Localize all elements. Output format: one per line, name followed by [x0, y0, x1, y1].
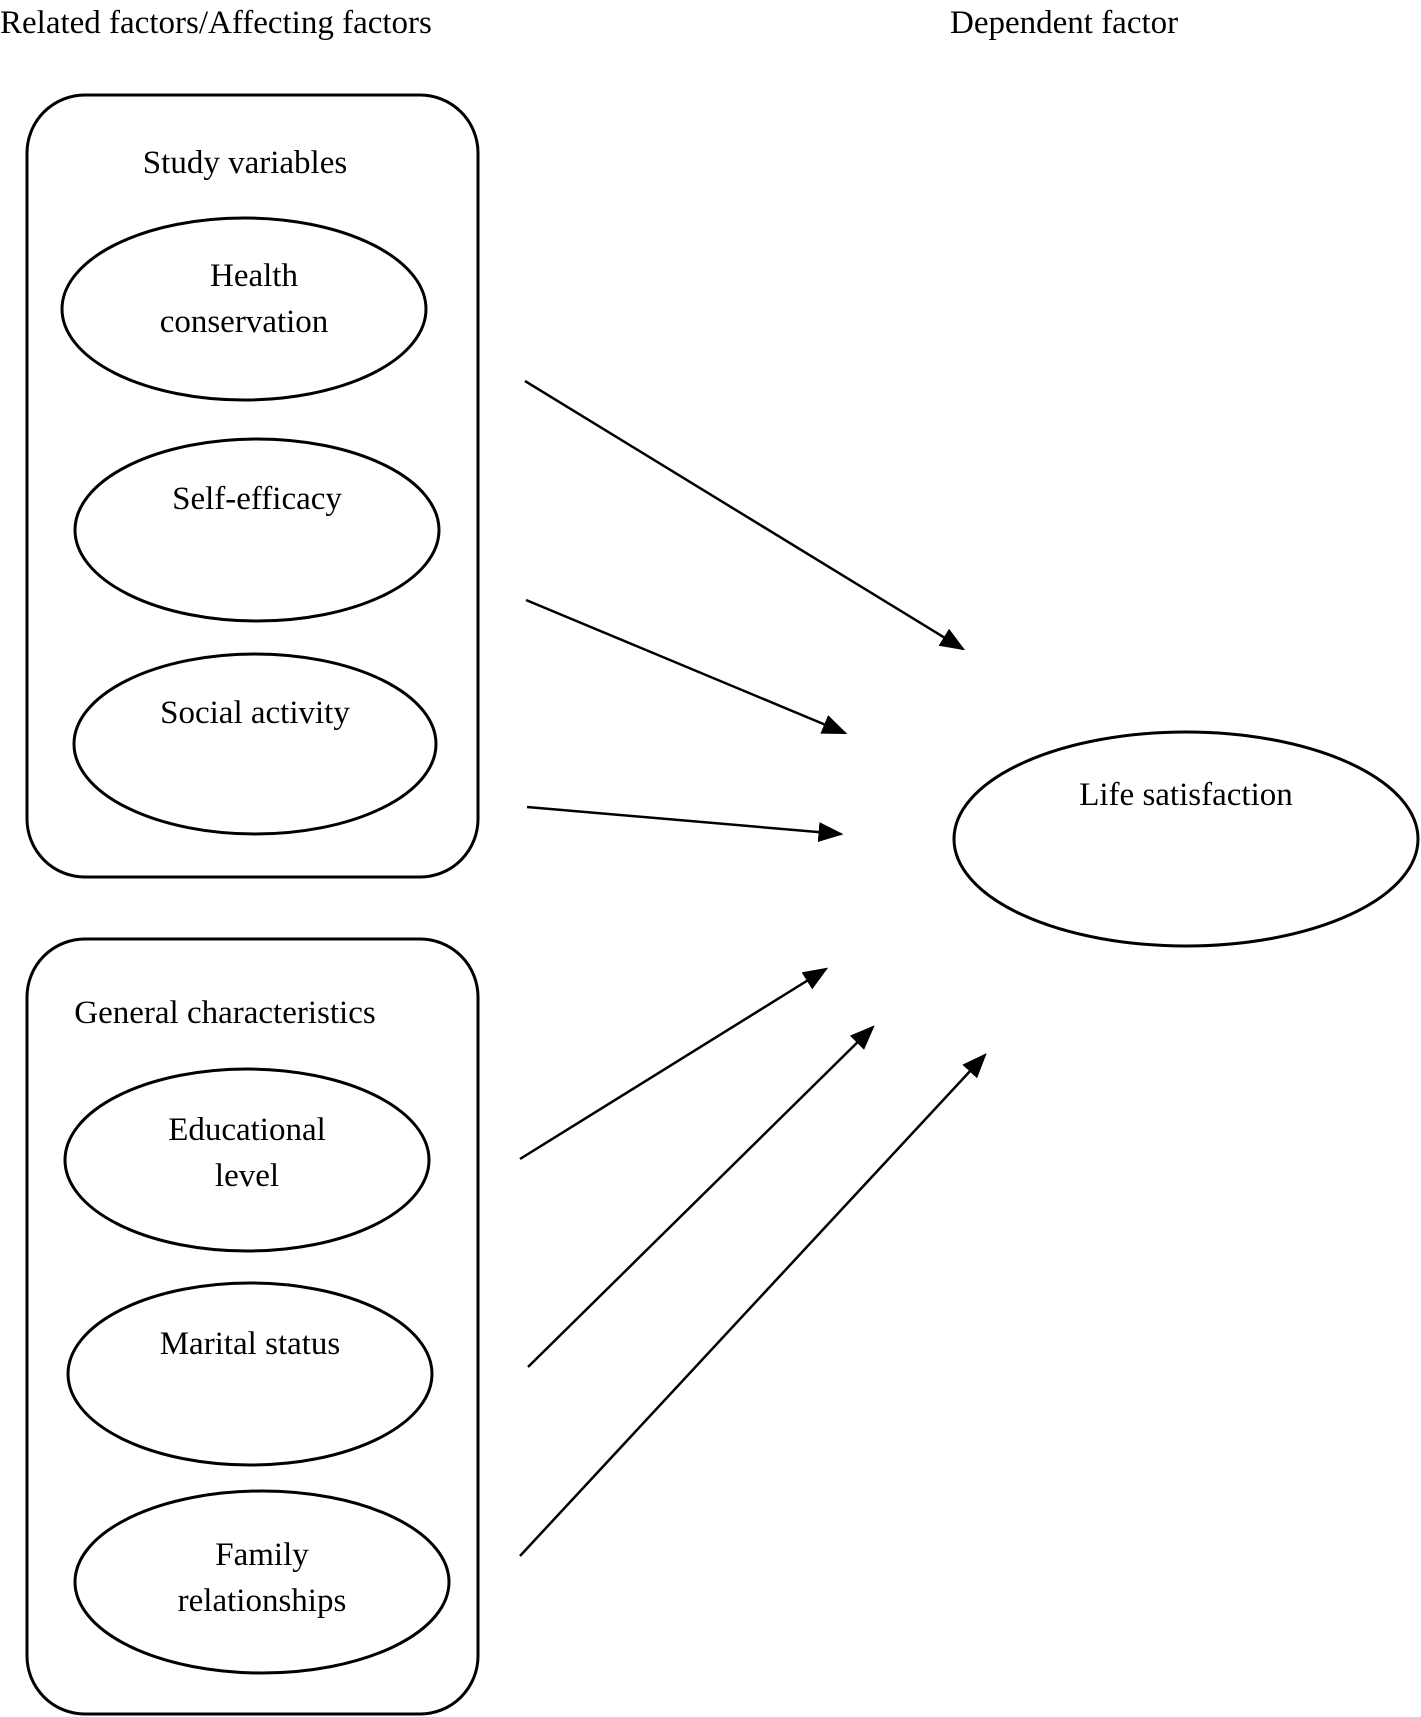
- header-dependent-factor: Dependent factor: [950, 5, 1179, 41]
- study-variables-box: [25, 93, 480, 879]
- arrow-educational-level: [519, 967, 829, 1161]
- arrow-social-activity: [526, 805, 844, 843]
- factor-ellipse-self-efficacy: [73, 437, 441, 623]
- dependent-ellipse-life-satisfaction: [952, 730, 1420, 948]
- factor-ellipse-marital-status: [66, 1281, 434, 1467]
- factor-label-line: Health: [210, 258, 298, 294]
- factor-ellipse-family-relationships: [73, 1489, 451, 1675]
- arrow-family-relationships: [519, 1053, 987, 1557]
- dependent-label-life-satisfaction: Life satisfaction: [1079, 777, 1293, 813]
- arrow-marital-status: [527, 1025, 875, 1368]
- factor-label-health-conservation: Health conservation: [94, 253, 394, 345]
- general-characteristics-box: [25, 937, 480, 1716]
- factor-label-line: relationships: [177, 1583, 347, 1619]
- factor-ellipse-social-activity: [72, 652, 438, 836]
- factor-label-line: conservation: [159, 304, 329, 340]
- factor-label-marital-status: Marital status: [100, 1321, 400, 1367]
- factor-label-line: Educational: [168, 1112, 326, 1148]
- arrow-self-efficacy: [525, 598, 848, 735]
- arrow-health-conservation: [524, 379, 966, 651]
- header-related-factors: Related factors/Affecting factors: [0, 5, 432, 41]
- factor-label-family-relationships: Family relationships: [112, 1532, 412, 1624]
- factor-label-line: Social activity: [160, 695, 350, 731]
- factor-label-line: Marital status: [159, 1326, 341, 1362]
- factor-label-social-activity: Social activity: [105, 690, 405, 736]
- group-title-study-variables: Study variables: [142, 145, 348, 181]
- factor-ellipse-educational-level: [63, 1067, 431, 1253]
- factor-ellipse-health-conservation: [60, 216, 428, 402]
- group-title-general-characteristics: General characteristics: [74, 995, 376, 1031]
- factor-label-self-efficacy: Self-efficacy: [107, 476, 407, 522]
- factor-label-line: Family: [215, 1537, 309, 1573]
- factor-label-line: Self-efficacy: [172, 481, 342, 517]
- factor-label-line: level: [214, 1158, 280, 1194]
- factor-label-educational-level: Educational level: [97, 1107, 397, 1199]
